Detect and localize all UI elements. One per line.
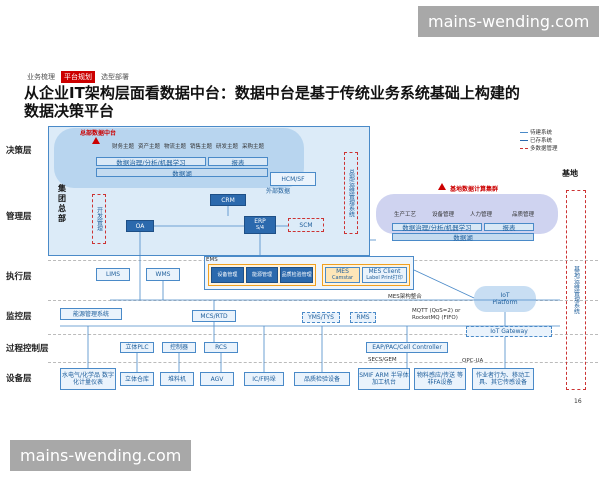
hq-data-lake: 数据湖	[96, 168, 268, 178]
hq-report: 报表	[208, 157, 268, 167]
warning-triangle-icon	[438, 183, 446, 190]
device-agv: AGV	[200, 372, 234, 386]
device-sensors: 作业者行为、移动工具、其它传感设备	[472, 368, 534, 390]
hq-governance: 数据治理/分析/机器学习	[96, 157, 206, 167]
iot-platform: IoT Platform	[474, 286, 536, 312]
theme-asset: 资产主题	[138, 144, 161, 150]
mes-platform-label: MES架构整合	[388, 294, 422, 300]
device-inspection: 品质检验设备	[294, 372, 350, 386]
mes-camstar: MES Camstar	[325, 267, 361, 283]
base-label: 基地	[562, 169, 578, 178]
mqtt-label: MQTT (QoS=2) or RocketMQ (FIFO)	[412, 308, 461, 321]
group-hq-label: 集团总部	[58, 184, 66, 223]
nav-tabs: 业务梳理 平台规划 选型部署	[24, 71, 132, 83]
theme-purchase: 采购主题	[242, 144, 265, 150]
device-warehouse: 立体仓库	[120, 372, 154, 386]
mcs-box: MCS/RTD	[192, 310, 236, 322]
base-module-production: 生产工艺	[394, 212, 417, 218]
legend-label: 待建系统	[530, 130, 553, 136]
device-meters: 水电气/化学品 数字化计量仪表	[60, 368, 116, 390]
external-data-label: 外部数据	[266, 188, 291, 195]
ems-item-equipment: 设备管理	[211, 267, 244, 283]
layer-device: 设备层	[6, 374, 32, 384]
wms-box: WMS	[146, 268, 180, 281]
energy-mgmt-box: 能源管理系统	[60, 308, 122, 320]
oa-box: OA	[126, 220, 154, 232]
legend-item-planned: 待建系统	[520, 128, 558, 136]
ems-label: EMS	[206, 257, 218, 263]
theme-rd: 研发主题	[216, 144, 239, 150]
crm-box: CRM	[210, 194, 246, 206]
plc-box: 立体PLC	[120, 342, 154, 353]
ems-box: 设备管理 能源管理 品质检验管理	[208, 264, 316, 286]
hq-cloud-label: 总部数据中台	[80, 130, 117, 137]
device-stacker: 堆料机	[160, 372, 194, 386]
dev-mgmt-box: 开发管理	[92, 194, 106, 244]
mes-client: MES Client Label Print打印	[362, 267, 407, 283]
title-line-2: 数据决策平台	[24, 102, 115, 120]
rcs-box: RCS	[204, 342, 238, 353]
scm-box: SCM	[288, 218, 324, 232]
theme-logistics: 物流主题	[164, 144, 187, 150]
tab-deploy[interactable]: 选型部署	[101, 73, 129, 81]
layer-decision: 决策层	[6, 146, 32, 156]
device-palletizer: IC/F码垛	[244, 372, 284, 386]
hcm-box: HCM/SF	[270, 172, 316, 186]
warning-triangle-icon	[92, 137, 100, 144]
erp-label: ERP	[254, 218, 266, 225]
erp-sub-label: S/4	[255, 225, 265, 231]
base-module-equipment: 设备管理	[432, 212, 455, 218]
layer-execution: 执行层	[6, 272, 32, 282]
rms-box: RMS	[350, 312, 376, 323]
divider	[48, 362, 598, 363]
tab-platform[interactable]: 平台规划	[61, 71, 95, 83]
divider	[48, 300, 598, 301]
base-data-lake: 数据湖	[392, 233, 534, 242]
ems-item-quality: 品质检验管理	[280, 267, 314, 283]
mes-sub-label: Camstar	[331, 275, 354, 281]
controller-box: 控制器	[162, 342, 196, 353]
mes-box: MES Camstar MES Client Label Print打印	[322, 264, 410, 286]
lims-box: LIMS	[96, 268, 130, 281]
legend-item-existing: 已存系统	[520, 136, 558, 144]
title-line-1: 从企业IT架构层面看数据中台：数据中台是基于传统业务系统基础上构建的	[24, 84, 520, 102]
iot-gateway-box: IoT Gateway	[466, 326, 552, 337]
base-governance: 数据治理/分析/机器学习	[392, 223, 482, 232]
base-cloud-label: 基地数据计算集群	[450, 186, 499, 193]
hq-ops-box: 总部运维管理系统	[344, 152, 358, 234]
base-module-hr: 人力管理	[470, 212, 493, 218]
base-ops-box: 基地运维管理系统	[566, 190, 586, 390]
divider	[48, 334, 598, 335]
layer-management: 管理层	[6, 212, 32, 222]
device-non-fa: 物料感应/传送 等非FA设备	[414, 368, 466, 390]
erp-box: ERP S/4	[244, 216, 276, 234]
iot-label: IoT	[500, 292, 510, 299]
mes-client-sub-label: Label Print打印	[366, 275, 403, 281]
iot-sub-label: Platform	[492, 299, 518, 306]
legend-item-multi: 多数据管理	[520, 144, 558, 152]
opc-ua-label: OPC-UA	[462, 358, 484, 364]
legend-label: 已存系统	[530, 138, 553, 144]
layer-monitor: 监控层	[6, 312, 32, 322]
device-smif: SMIF ARM 半导体加工机台	[358, 368, 410, 390]
yms-box: YMS/TYS	[302, 312, 340, 323]
theme-finance: 财务主题	[112, 144, 135, 150]
mes-client-label: MES Client	[368, 268, 401, 275]
tab-business[interactable]: 业务梳理	[27, 73, 55, 81]
base-report: 报表	[484, 223, 534, 232]
ems-item-energy: 能源管理	[245, 267, 279, 283]
secs-gem-label: SECS/GEM	[368, 357, 397, 363]
legend-label: 多数据管理	[530, 146, 558, 152]
watermark: mains-wending.com	[10, 440, 192, 471]
base-module-quality: 品质管理	[512, 212, 535, 218]
eap-box: EAP/PAC/Cell Controller	[366, 342, 448, 353]
watermark: mains-wending.com	[418, 6, 600, 37]
page-title: 从企业IT架构层面看数据中台：数据中台是基于传统业务系统基础上构建的 数据决策平…	[24, 84, 584, 120]
page-number: 16	[574, 398, 582, 405]
layer-process: 过程控制层	[6, 344, 49, 354]
theme-sales: 销售主题	[190, 144, 213, 150]
mes-label: MES	[336, 268, 349, 275]
legend: 待建系统 已存系统 多数据管理	[520, 128, 558, 152]
